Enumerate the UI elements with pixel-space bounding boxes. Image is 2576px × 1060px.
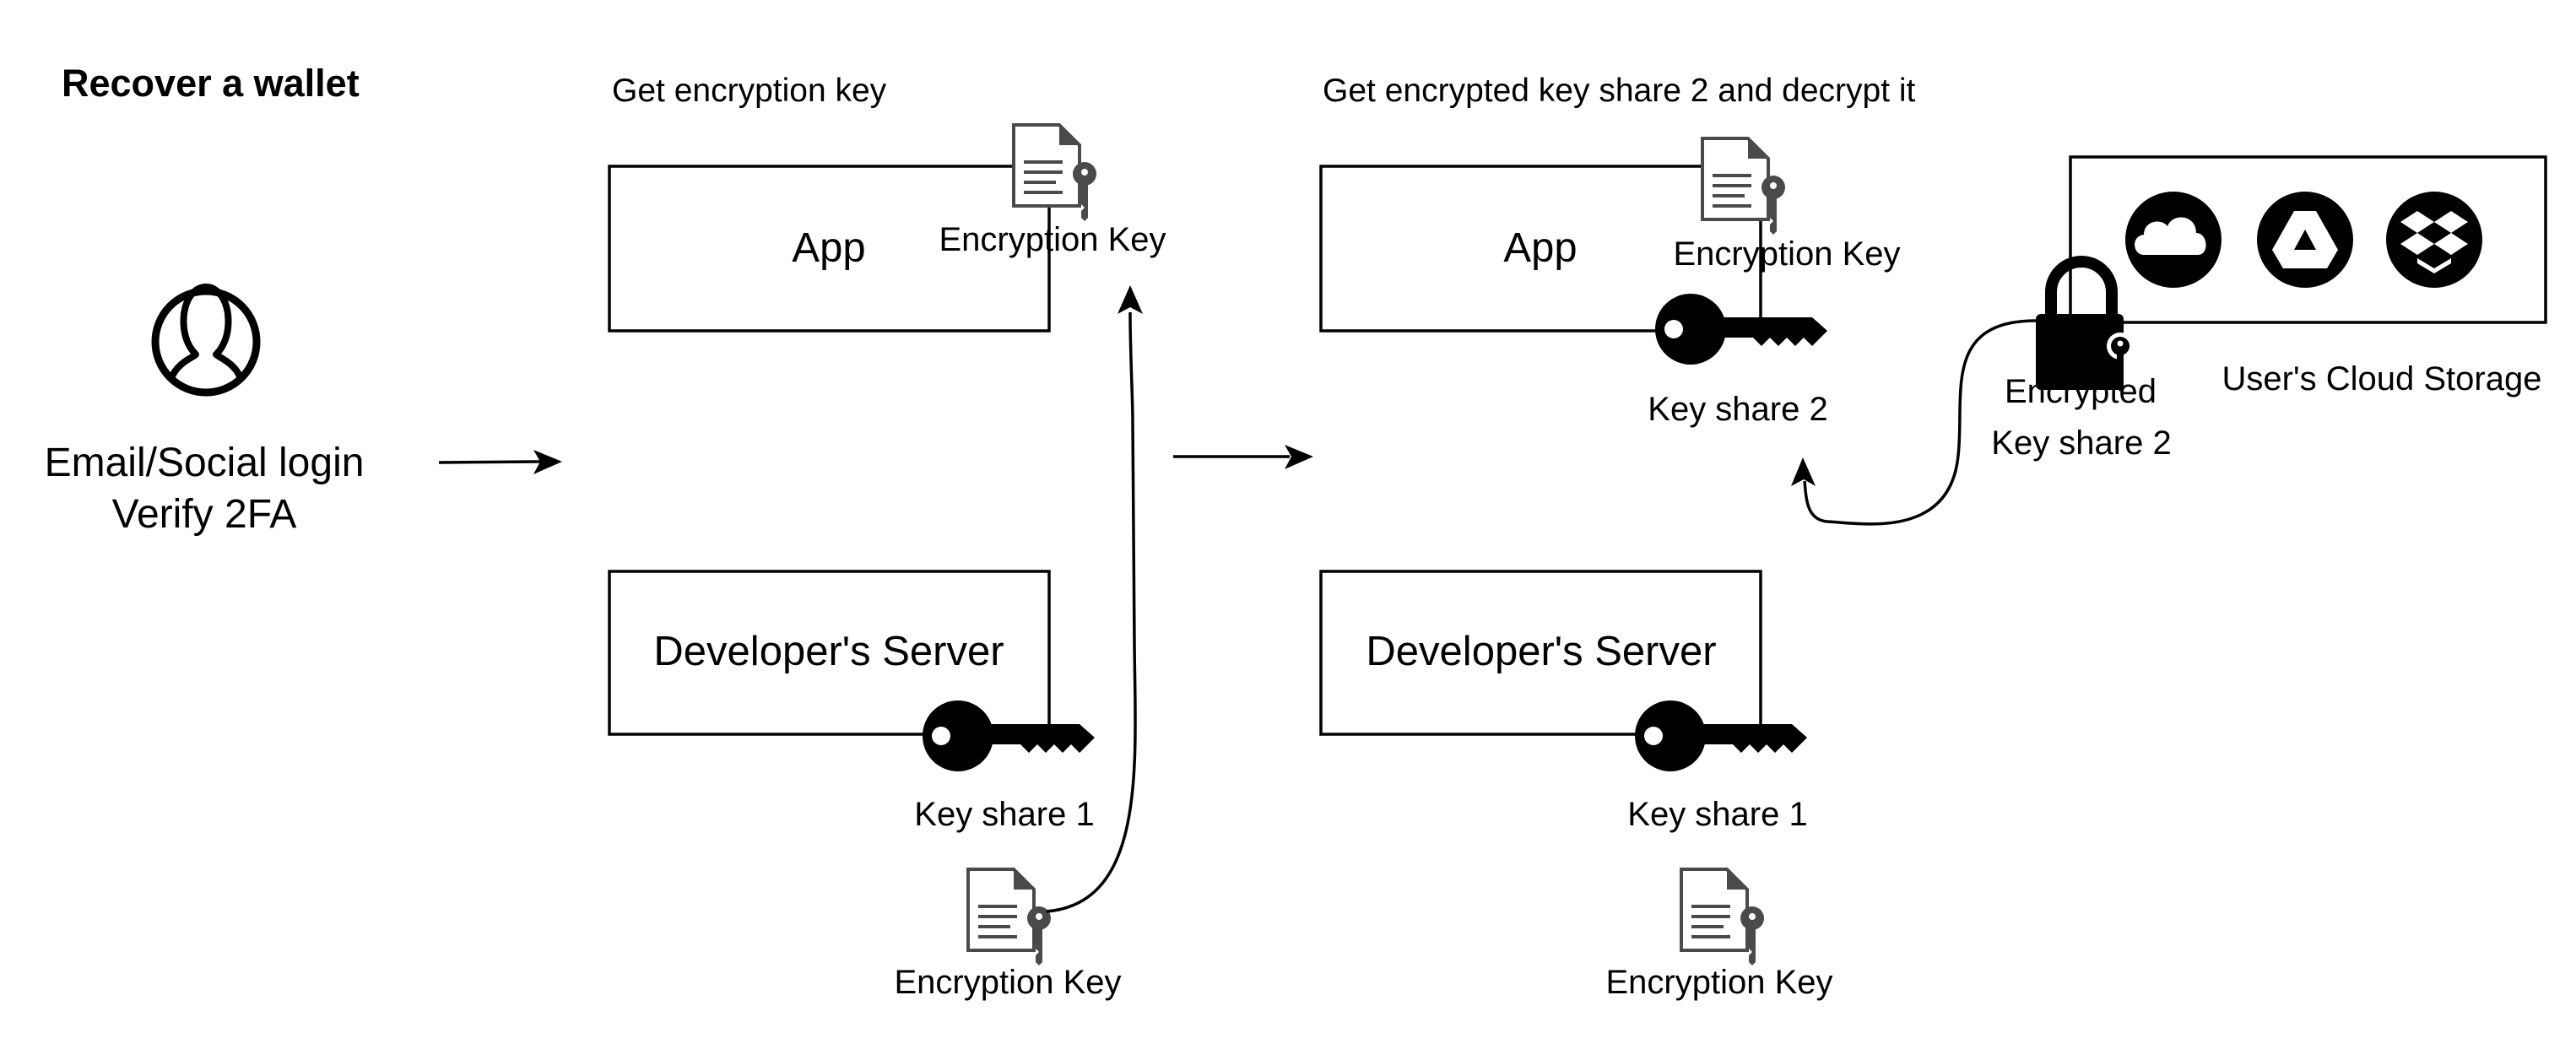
key-icon xyxy=(923,700,1095,771)
encryption-key-document-icon xyxy=(1680,868,1766,967)
key-icon xyxy=(1635,700,1807,771)
cloud-icon xyxy=(2125,192,2222,288)
step1-server-label: Developer's Server xyxy=(653,629,1004,674)
step1-app-label: App xyxy=(792,225,865,271)
step1-server-box: Developer's Server xyxy=(608,570,1051,736)
step1-server-encryption-key-label: Encryption Key xyxy=(894,964,1121,1001)
key-icon xyxy=(1655,294,1827,365)
encryption-key-document-icon xyxy=(1012,123,1098,223)
encryption-key-document-icon xyxy=(1701,137,1787,236)
step2-server-encryption-key-label: Encryption Key xyxy=(1605,964,1832,1001)
step2-heading: Get encrypted key share 2 and decrypt it xyxy=(1323,73,1916,109)
key-share-download-arrow xyxy=(1791,319,2037,526)
encryption-key-transfer-arrow xyxy=(1046,285,1143,913)
verify-2fa-label: Verify 2FA xyxy=(112,492,297,537)
step1-key-share-label: Key share 1 xyxy=(914,796,1094,833)
step2-app-key-share-label: Key share 2 xyxy=(1648,391,1827,428)
encryption-key-document-icon xyxy=(966,868,1053,967)
step2-key-share-label: Key share 1 xyxy=(1627,796,1807,833)
encrypted-label: Encrypted xyxy=(2005,373,2157,410)
user-icon xyxy=(151,284,261,397)
step2-app-label: App xyxy=(1503,225,1577,271)
dropbox-icon xyxy=(2386,192,2482,288)
google-drive-icon xyxy=(2257,192,2353,288)
arrow-to-step2 xyxy=(1173,445,1313,469)
step2-server-label: Developer's Server xyxy=(1366,629,1716,674)
step2-app-box: App xyxy=(1319,165,1762,333)
login-label: Email/Social login xyxy=(45,441,365,485)
cloud-storage-box xyxy=(2069,155,2547,324)
step1-heading: Get encryption key xyxy=(612,73,887,109)
page-title: Recover a wallet xyxy=(62,62,360,105)
lock-icon xyxy=(2036,262,2134,392)
step2-server-box: Developer's Server xyxy=(1319,570,1762,736)
step1-app-box: App xyxy=(608,165,1051,333)
step2-app-encryption-key-label: Encryption Key xyxy=(1673,235,1900,273)
cloud-storage-label: User's Cloud Storage xyxy=(2222,360,2542,398)
encrypted-key-share-label: Key share 2 xyxy=(1991,425,2171,462)
step1-app-encryption-key-label: Encryption Key xyxy=(939,221,1166,258)
arrow-to-step1 xyxy=(438,450,562,474)
